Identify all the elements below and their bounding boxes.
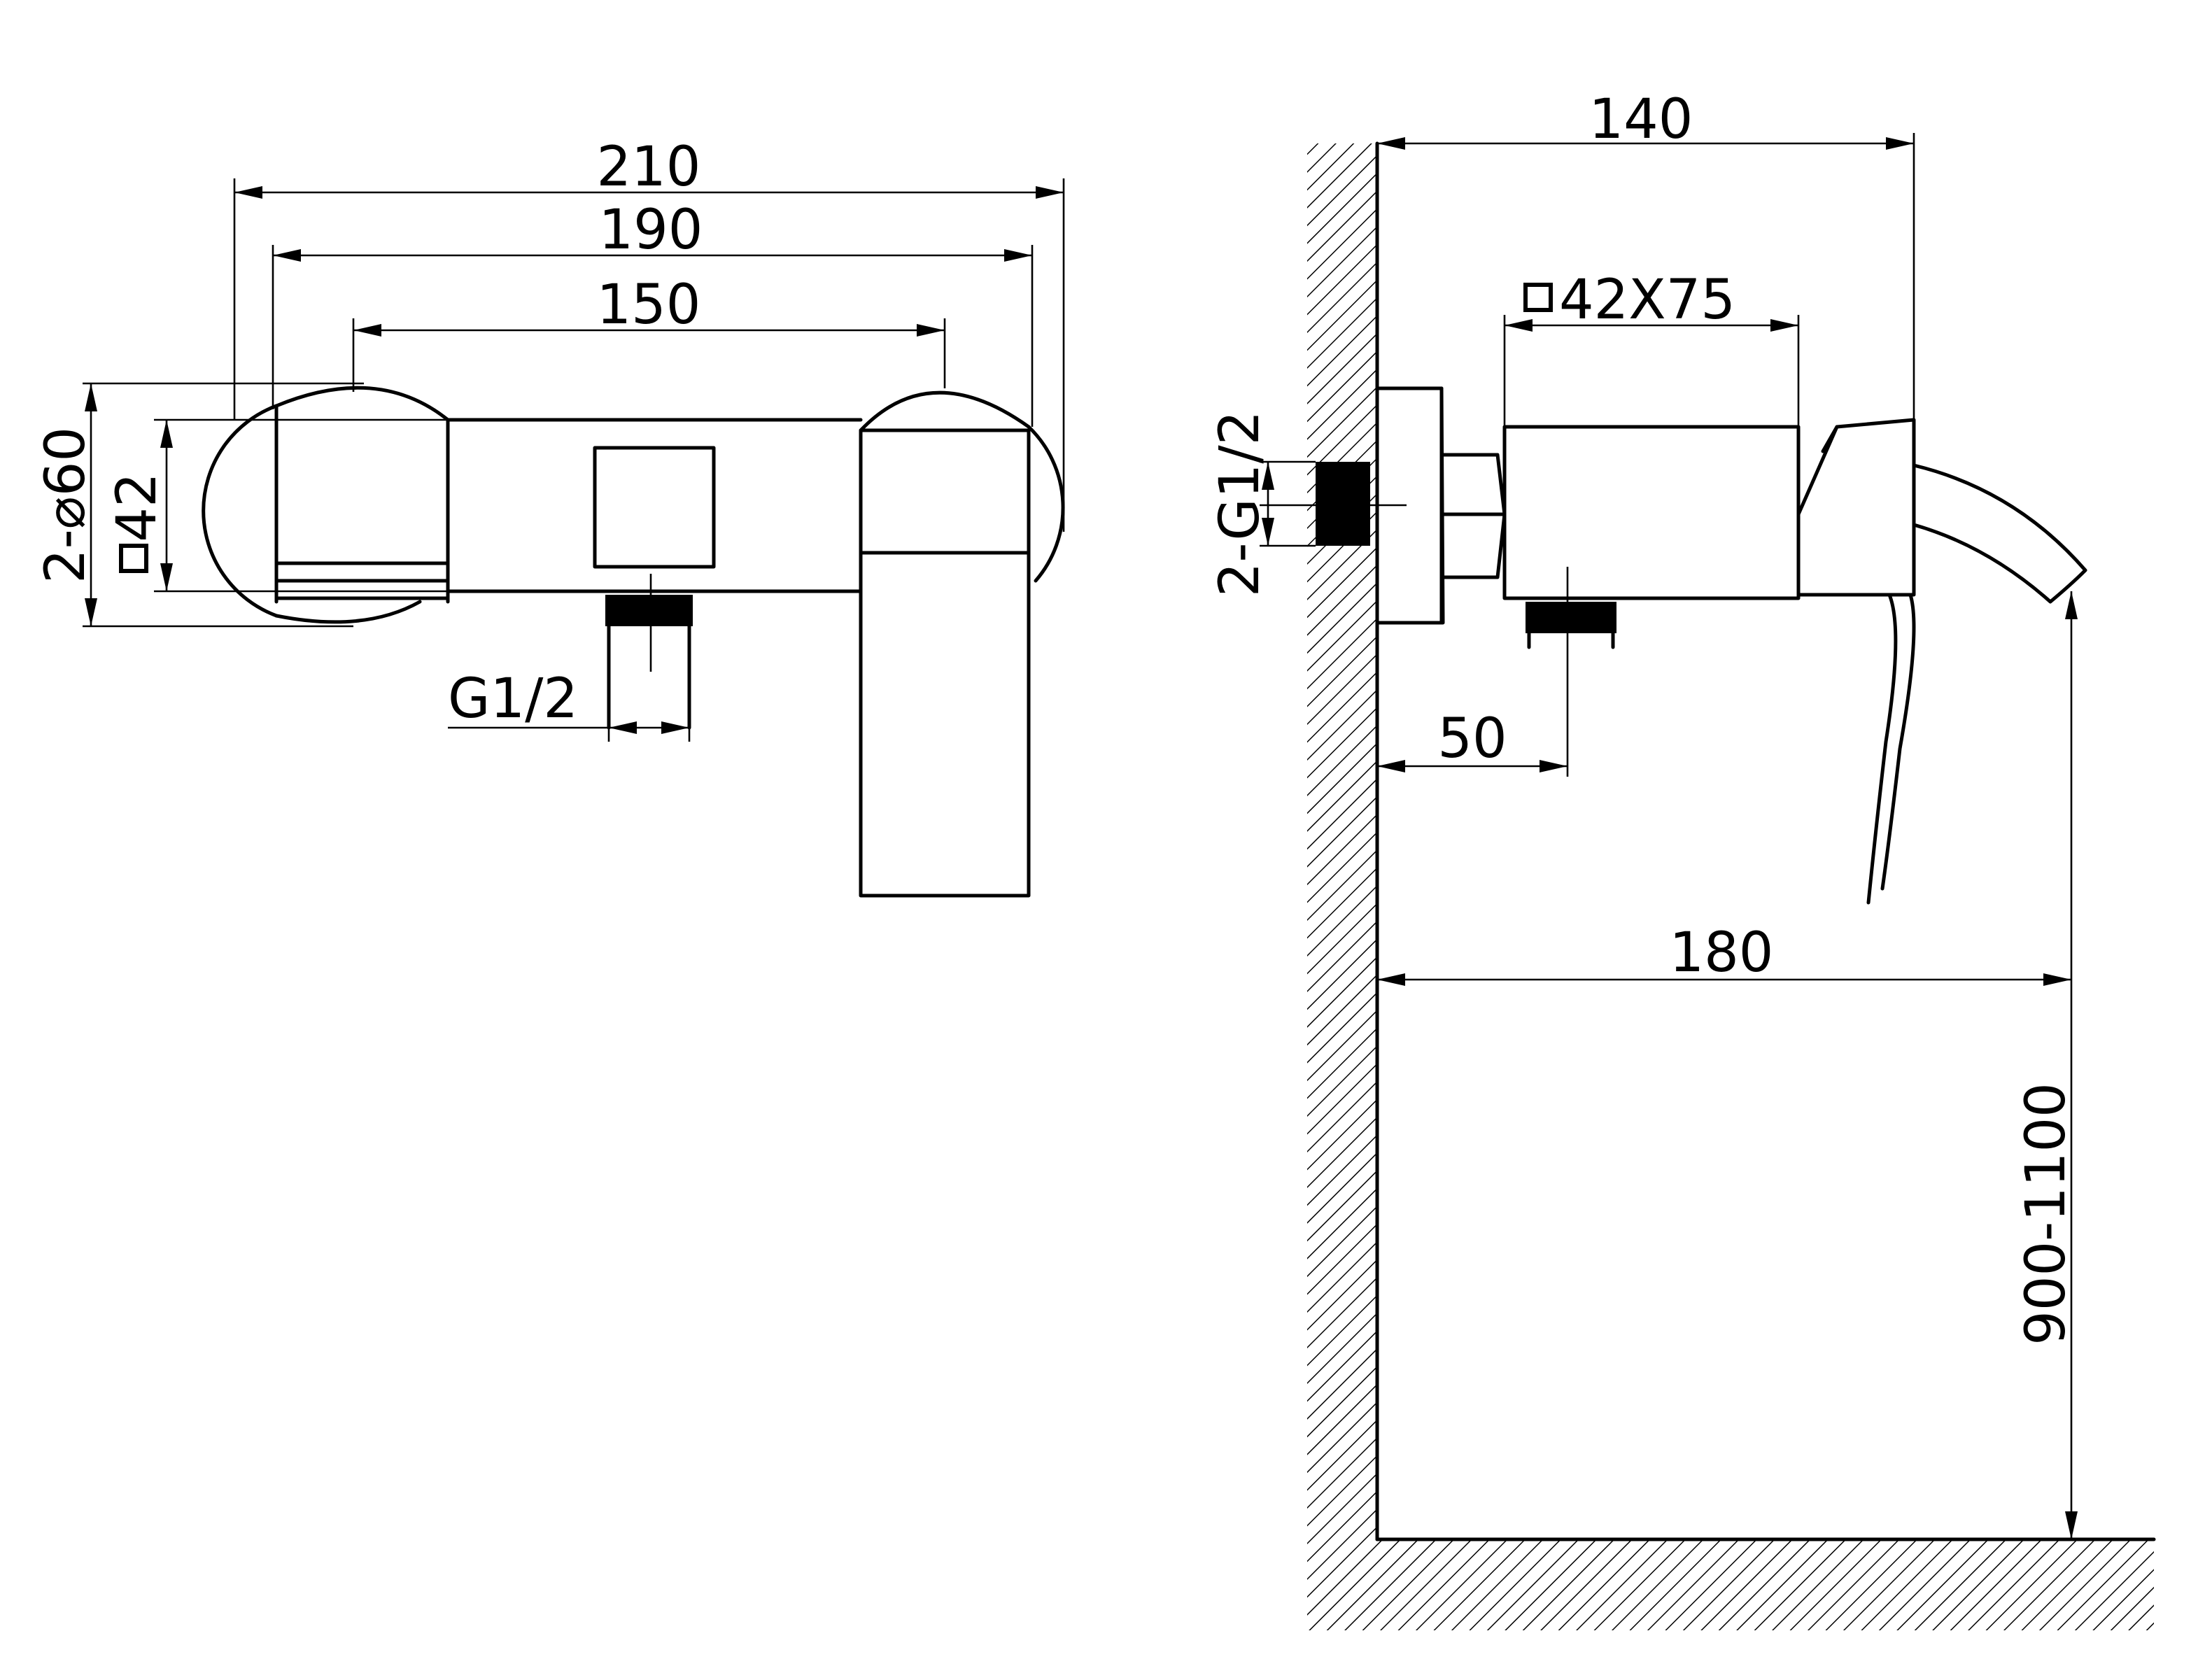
dim-label-210: 210 (597, 136, 701, 199)
wall-and-floor (1307, 141, 2156, 1630)
dim-label-150: 150 (597, 274, 701, 337)
dim-190: 190 (272, 199, 1034, 427)
dim-210: 210 (233, 136, 1065, 532)
dim-label-900-1100: 900-1100 (2015, 1082, 2078, 1346)
side-view: 140 42X75 2-G1/2 50 (1209, 88, 2156, 1630)
dim-label-190: 190 (599, 199, 703, 262)
dim-label-42x75: 42X75 (1559, 269, 1735, 332)
dim-label-42: 42 (106, 472, 169, 542)
spout (1912, 463, 2087, 604)
dim-label-50: 50 (1437, 707, 1507, 770)
dim-2-g1-2: 2-G1/2 (1209, 411, 1316, 598)
outlet-connector (605, 574, 693, 730)
dim-150: 150 (352, 274, 946, 392)
side-body (1502, 425, 1801, 649)
dim-g1-2: G1/2 (448, 654, 691, 742)
dim-label-2-g1-2: 2-G1/2 (1209, 411, 1271, 598)
front-view: 210 190 150 2-⌀60 (34, 136, 1065, 898)
side-lever (1796, 418, 1916, 905)
dim-900-1100: 900-1100 (2015, 591, 2078, 1539)
dim-140: 140 (1377, 88, 1915, 420)
dim-2-dia-60: 2-⌀60 (34, 382, 364, 628)
inlet-fittings (1260, 386, 1507, 625)
dim-50: 50 (1377, 567, 1569, 777)
square-section-icon (1523, 283, 1553, 312)
dim-label-180: 180 (1670, 922, 1774, 984)
right-escutcheon-and-lever (859, 390, 1065, 898)
square-section-icon (119, 544, 148, 573)
dim-label-2-dia-60: 2-⌀60 (34, 427, 97, 584)
mixer-body (446, 418, 863, 604)
dim-square-42: 42 (106, 418, 448, 593)
dim-label-g1-2: G1/2 (448, 668, 578, 730)
left-escutcheon (202, 386, 450, 624)
dim-label-140: 140 (1589, 88, 1693, 151)
dim-42x75: 42X75 (1503, 269, 1800, 427)
dim-180: 180 (1377, 922, 2071, 986)
